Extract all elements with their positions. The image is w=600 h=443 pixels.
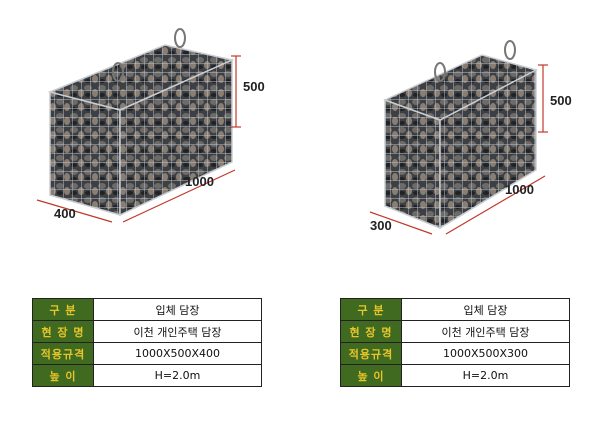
gabion-product-1: 500 1000 400 — [0, 0, 300, 270]
table-row: 구 분 입체 담장 — [340, 298, 570, 321]
table-row: 적용규격 1000X500X400 — [32, 342, 262, 365]
spec-table-2: 구 분 입체 담장 현 장 명 이천 개인주택 담장 적용규격 1000X500… — [340, 298, 570, 387]
row-value: 이천 개인주택 담장 — [401, 320, 570, 343]
row-label: 구 분 — [340, 298, 402, 321]
gabion-basket-image — [36, 28, 241, 223]
row-label: 높 이 — [32, 364, 94, 387]
table-row: 현 장 명 이천 개인주택 담장 — [32, 320, 262, 343]
table-row: 높 이 H=2.0m — [32, 364, 262, 387]
row-label: 높 이 — [340, 364, 402, 387]
gabion-product-2: 500 1000 300 — [300, 0, 600, 270]
row-value: 1000X500X300 — [401, 342, 570, 365]
row-value: 입체 담장 — [93, 298, 262, 321]
row-value: H=2.0m — [93, 364, 262, 387]
length-dimension-label: 1000 — [185, 174, 214, 189]
height-dimension-label: 500 — [243, 79, 265, 94]
row-value: 입체 담장 — [401, 298, 570, 321]
width-dimension-label: 400 — [54, 206, 76, 221]
row-value: H=2.0m — [401, 364, 570, 387]
table-row: 구 분 입체 담장 — [32, 298, 262, 321]
width-dimension-label: 300 — [370, 218, 392, 233]
row-label: 적용규격 — [340, 342, 402, 365]
table-row: 적용규격 1000X500X300 — [340, 342, 570, 365]
row-value: 이천 개인주택 담장 — [93, 320, 262, 343]
spec-table-1: 구 분 입체 담장 현 장 명 이천 개인주택 담장 적용규격 1000X500… — [32, 298, 262, 387]
table-row: 현 장 명 이천 개인주택 담장 — [340, 320, 570, 343]
row-label: 현 장 명 — [32, 320, 94, 343]
row-label: 적용규격 — [32, 342, 94, 365]
table-row: 높 이 H=2.0m — [340, 364, 570, 387]
row-value: 1000X500X400 — [93, 342, 262, 365]
gabion-basket-image — [369, 40, 548, 235]
height-dimension-label: 500 — [550, 93, 572, 108]
length-dimension-label: 1000 — [505, 182, 534, 197]
row-label: 현 장 명 — [340, 320, 402, 343]
row-label: 구 분 — [32, 298, 94, 321]
